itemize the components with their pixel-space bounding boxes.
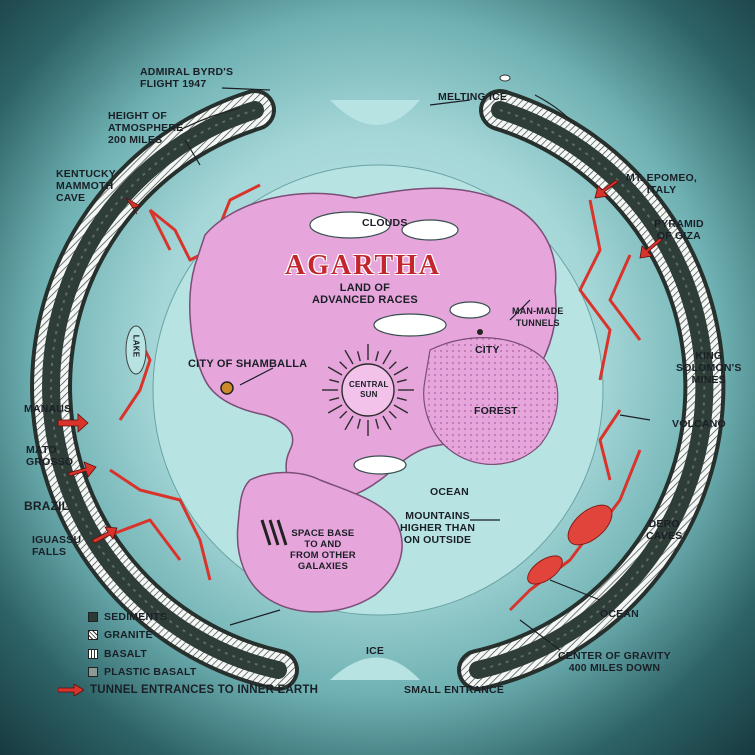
legend-label-granite: GRANITE xyxy=(104,629,153,641)
label-small-entrance: SMALL ENTRANCE xyxy=(404,684,504,696)
label-ice: ICE xyxy=(366,645,384,657)
shamballa-marker xyxy=(221,382,233,394)
label-clouds: CLOUDS xyxy=(362,217,408,229)
north-opening xyxy=(330,100,420,125)
label-ocean-inner: OCEAN xyxy=(430,486,469,498)
granite-swatch xyxy=(88,630,98,640)
melting-ice-shape xyxy=(500,75,510,81)
label-forest: FOREST xyxy=(474,405,518,417)
legend-label-tunnel-entrances: TUNNEL ENTRANCES TO INNER EARTH xyxy=(90,684,318,696)
label-mt-epomeo: MT. EPOMEO,ITALY xyxy=(626,172,697,196)
legend-granite: GRANITE xyxy=(88,628,153,642)
label-brazil: BRAZIL xyxy=(24,500,69,512)
label-melting-ice: MELTING ICE xyxy=(438,91,507,103)
basalt-swatch xyxy=(88,649,98,659)
label-shamballa: CITY OF SHAMBALLA xyxy=(188,358,307,370)
sediments-swatch xyxy=(88,612,98,622)
legend-label-basalt: BASALT xyxy=(104,648,147,660)
label-lake: LAKE xyxy=(129,335,141,358)
label-manaus: MANAUS xyxy=(24,403,71,415)
agartha-title: AGARTHA xyxy=(285,250,441,282)
legend-label-plastic-basalt: PLASTIC BASALT xyxy=(104,666,196,678)
south-opening xyxy=(330,658,420,681)
legend-label-sediments: SEDIMENTS xyxy=(104,611,167,623)
legend-basalt: BASALT xyxy=(88,647,147,661)
label-ocean-outer: OCEAN xyxy=(600,608,639,620)
legend-plastic-basalt: PLASTIC BASALT xyxy=(88,665,196,679)
city-marker xyxy=(477,329,483,335)
red-arrow-icon xyxy=(58,684,84,696)
legend-sediments: SEDIMENTS xyxy=(88,610,167,624)
plastic-basalt-swatch xyxy=(88,667,98,677)
label-volcano: VOLCANO xyxy=(672,418,726,430)
eastern-landmass xyxy=(424,338,558,465)
label-city: CITY xyxy=(475,344,500,356)
legend-tunnel-entrances: TUNNEL ENTRANCES TO INNER EARTH xyxy=(58,684,318,696)
